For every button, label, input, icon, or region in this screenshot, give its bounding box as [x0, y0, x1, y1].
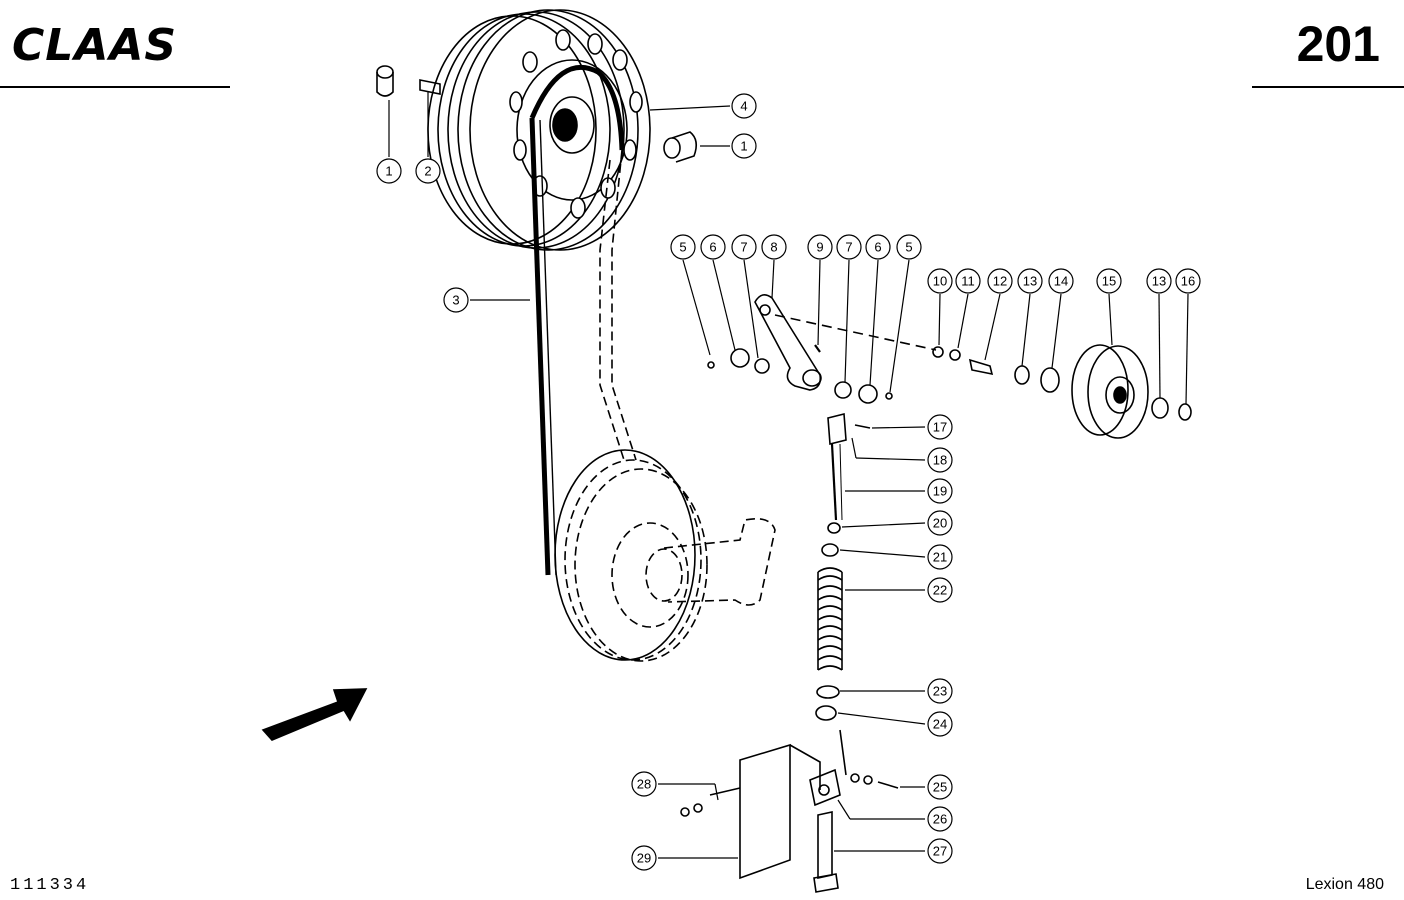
callout-7-left: 7 [740, 240, 747, 255]
callout-14: 14 [1054, 274, 1068, 289]
callout-20: 20 [933, 516, 947, 531]
callout-24: 24 [933, 717, 947, 732]
callout-22: 22 [933, 583, 947, 598]
callout-numbers: 1 2 4 1 3 5 6 7 8 9 7 6 5 10 11 12 13 14… [385, 99, 1195, 866]
mounting-bracket [680, 729, 899, 893]
callout-29: 29 [637, 851, 651, 866]
tension-spring-assembly [815, 412, 871, 721]
leader-lines [388, 92, 1189, 859]
callout-2: 2 [424, 164, 431, 179]
callout-27: 27 [933, 844, 947, 859]
model-name: Lexion 480 [1305, 876, 1384, 893]
callout-11: 11 [961, 274, 975, 289]
callout-28: 28 [637, 777, 651, 792]
callout-9: 9 [816, 240, 823, 255]
claas-logo: CLAAS [12, 20, 177, 68]
callout-19: 19 [933, 484, 947, 499]
callout-1-left: 1 [385, 164, 392, 179]
callout-5-left: 5 [679, 240, 686, 255]
tensioner-arm [707, 294, 1060, 404]
callout-8: 8 [770, 240, 777, 255]
callout-5-right: 5 [905, 240, 912, 255]
header-rule-right [1252, 86, 1404, 88]
callout-4: 4 [740, 99, 747, 114]
callout-18: 18 [933, 453, 947, 468]
callout-circles [376, 93, 1201, 871]
page-number: 201 [1296, 16, 1380, 72]
callout-26: 26 [933, 812, 947, 827]
idler-pulley [1071, 344, 1192, 439]
callout-17: 17 [933, 420, 947, 435]
callout-23: 23 [933, 684, 947, 699]
callout-6-right: 6 [874, 240, 881, 255]
callout-16: 16 [1181, 274, 1195, 289]
header-rule-left [0, 86, 230, 88]
callout-21: 21 [933, 550, 947, 565]
drive-belt [529, 64, 637, 576]
callout-3: 3 [452, 293, 459, 308]
callout-12: 12 [993, 274, 1007, 289]
callout-13-left: 13 [1023, 274, 1037, 289]
callout-7-right: 7 [845, 240, 852, 255]
callout-6-left: 6 [709, 240, 716, 255]
figure-id: 111334 [10, 876, 90, 895]
bushing-part-1 [376, 65, 698, 163]
callout-13-right: 13 [1152, 274, 1166, 289]
lower-pulley [554, 449, 776, 662]
callout-15: 15 [1102, 274, 1116, 289]
callout-1-right: 1 [740, 139, 747, 154]
direction-arrow [261, 688, 368, 741]
upper-pulley [427, 9, 651, 251]
callout-25: 25 [933, 780, 947, 795]
pin-part-2 [419, 79, 441, 95]
brand-logo-text: CLAAS [12, 20, 177, 68]
callout-10: 10 [933, 274, 947, 289]
